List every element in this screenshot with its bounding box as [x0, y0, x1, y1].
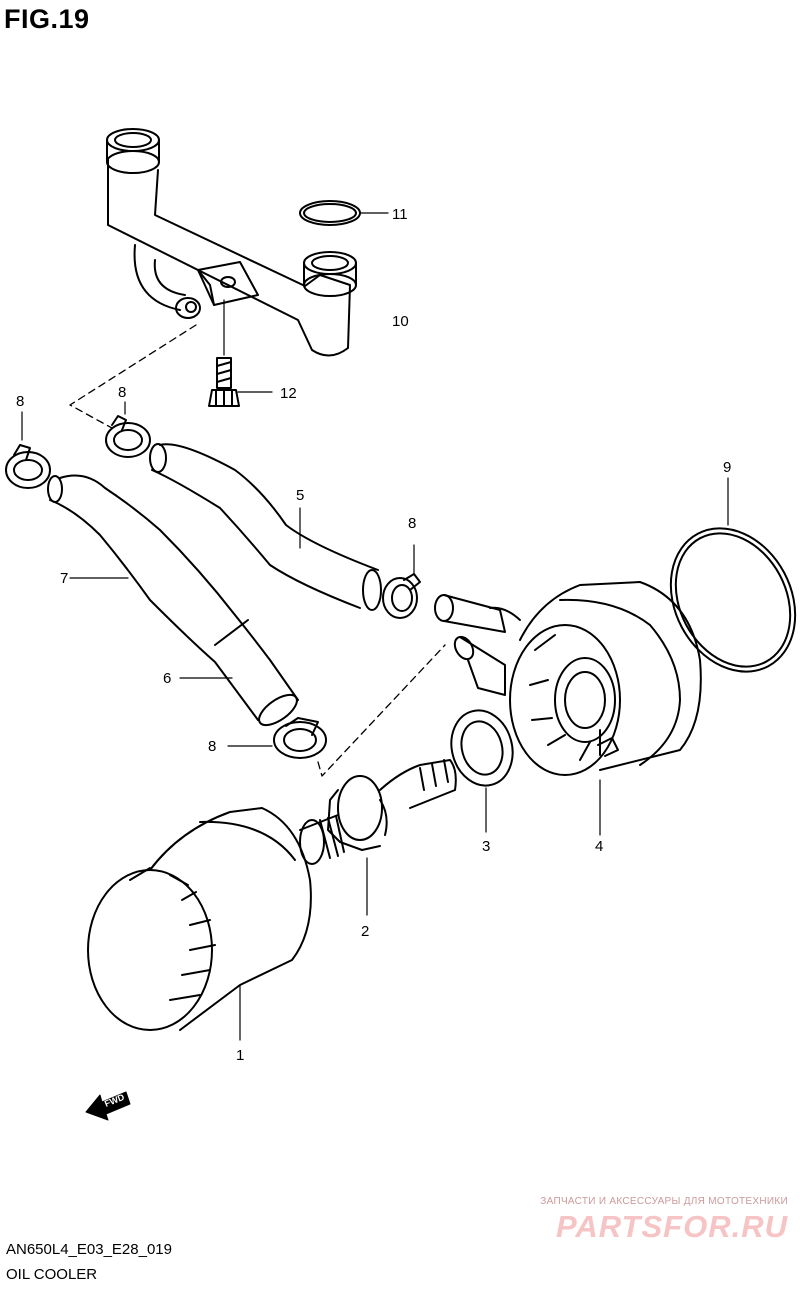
callout-5: 5 [296, 487, 304, 504]
drawing-code: AN650L4_E03_E28_019 [6, 1241, 172, 1258]
figure-title: FIG.19 [4, 4, 90, 34]
callout-9: 9 [723, 459, 731, 476]
callout-10: 10 [392, 313, 409, 330]
callout-8-d: 8 [208, 738, 216, 755]
oil-filter [87, 807, 312, 1041]
oil-cooler [509, 581, 702, 836]
watermark: ЗАПЧАСТИ И АКСЕССУАРЫ ДЛЯ МОТОТЕХНИКИ PA… [488, 1196, 788, 1245]
oil-pipe [106, 128, 357, 357]
large-o-ring [669, 477, 797, 673]
callout-7: 7 [60, 570, 68, 587]
callout-8-b: 8 [16, 393, 24, 410]
callout-12: 12 [280, 385, 297, 402]
watermark-logo: PARTSFOR.RU [555, 1209, 788, 1244]
drawing-name: OIL COOLER [6, 1266, 98, 1283]
cooler-nipple [434, 594, 521, 696]
hose-clamp [5, 411, 51, 489]
hose-clamp [382, 544, 421, 619]
callout-8-a: 8 [118, 384, 126, 401]
callout-11: 11 [392, 206, 408, 223]
upper-hose [149, 443, 382, 611]
fwd-arrow-icon [85, 1091, 131, 1121]
callout-6: 6 [163, 670, 171, 687]
callout-1: 1 [236, 1047, 244, 1064]
union-bolt [299, 759, 457, 916]
callout-2: 2 [361, 923, 369, 940]
bolt [208, 299, 273, 407]
lower-hose [47, 474, 299, 727]
watermark-tagline: ЗАПЧАСТИ И АКСЕССУАРЫ ДЛЯ МОТОТЕХНИКИ [540, 1196, 788, 1207]
callout-8-c: 8 [408, 515, 416, 532]
hose-clamp [105, 401, 151, 458]
callout-3: 3 [482, 838, 490, 855]
callout-4: 4 [595, 838, 603, 855]
o-ring [299, 200, 389, 226]
hose-clamp [227, 717, 327, 759]
gasket [450, 709, 514, 833]
